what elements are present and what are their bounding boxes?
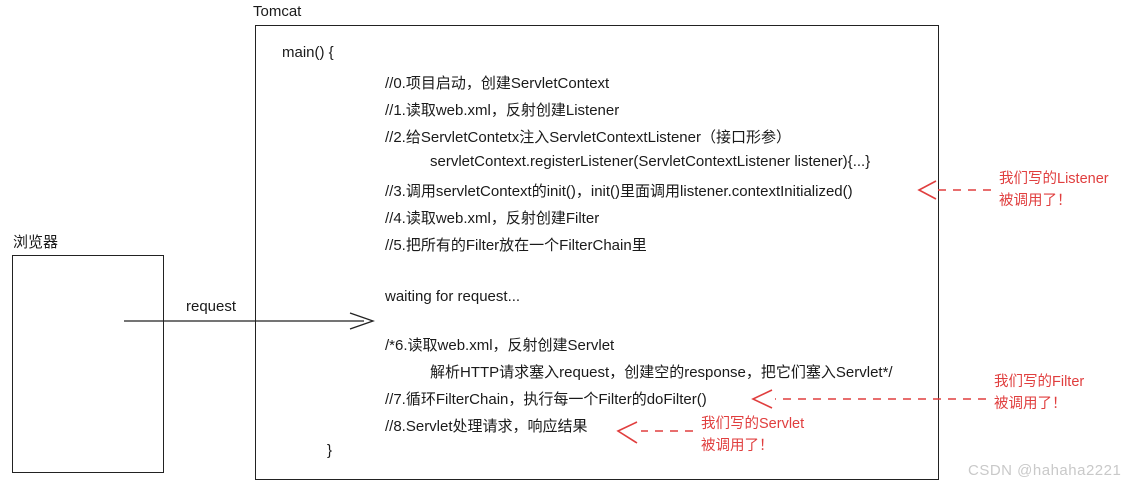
- code-line-6-filterchain: //5.把所有的Filter放在一个FilterChain里: [385, 237, 647, 254]
- code-line-10-dofilter: //7.循环FilterChain，执行每一个Filter的doFilter(): [385, 391, 707, 408]
- csdn-watermark: CSDN @hahaha2221: [968, 462, 1122, 479]
- code-line-5-create-filter: //4.读取web.xml，反射创建Filter: [385, 210, 600, 227]
- code-line-7-waiting: waiting for request...: [385, 288, 521, 305]
- code-line-3-register-listener: servletContext.registerListener(ServletC…: [430, 153, 871, 170]
- annotation-filter-called: 我们写的Filter 被调用了！: [988, 370, 1103, 421]
- annotation-listener-called: 我们写的Listener 被调用了！: [993, 167, 1130, 214]
- annotation-listener-line1: 我们写的Listener: [999, 171, 1109, 187]
- code-line-2-inject-listener: //2.给ServletContetx注入ServletContextListe…: [385, 129, 791, 146]
- code-main-open: main() {: [282, 44, 334, 61]
- annotation-listener-line2: 被调用了！: [999, 193, 1072, 209]
- browser-box-title: 浏览器: [13, 234, 59, 251]
- annotation-servlet-line2: 被调用了！: [701, 438, 774, 454]
- tomcat-box-title: Tomcat: [253, 3, 302, 20]
- code-line-4-context-init: //3.调用servletContext的init()，init()里面调用li…: [385, 183, 853, 200]
- code-main-close: }: [327, 442, 333, 459]
- annotation-servlet-line1: 我们写的Servlet: [701, 416, 805, 432]
- annotation-servlet-called: 我们写的Servlet 被调用了！: [695, 412, 820, 463]
- request-arrow-label: request: [186, 298, 237, 315]
- tomcat-box: [255, 25, 939, 480]
- code-line-0-create-servletcontext: //0.项目启动，创建ServletContext: [385, 75, 610, 92]
- code-line-9-parse-http: 解析HTTP请求塞入request，创建空的response，把它们塞入Serv…: [430, 364, 893, 381]
- browser-box: [12, 255, 164, 473]
- annotation-filter-line2: 被调用了！: [994, 396, 1067, 412]
- code-line-8-create-servlet: /*6.读取web.xml，反射创建Servlet: [385, 337, 615, 354]
- code-line-1-create-listener: //1.读取web.xml，反射创建Listener: [385, 102, 620, 119]
- code-line-11-servlet-handle: //8.Servlet处理请求，响应结果: [385, 418, 588, 435]
- annotation-filter-line1: 我们写的Filter: [994, 374, 1085, 390]
